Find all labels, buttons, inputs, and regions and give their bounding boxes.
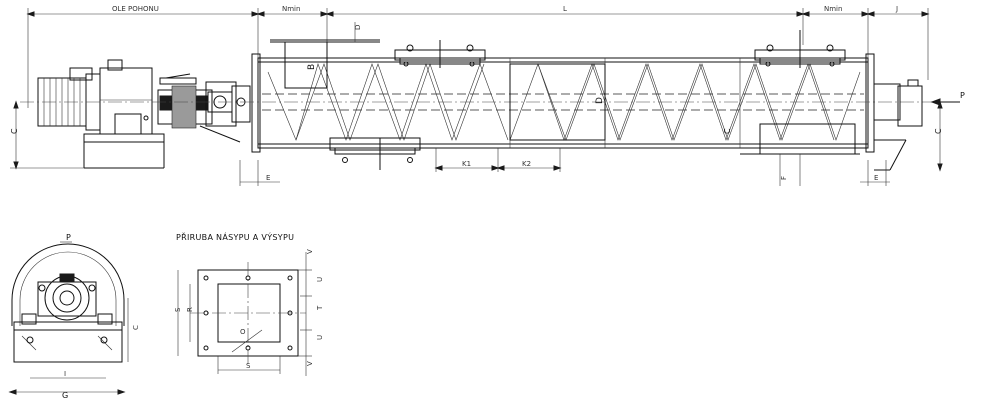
bottom-dimensions: K1 K2 (434, 148, 562, 172)
label-v-bottom: V (306, 361, 314, 366)
top-dimension-chain: OLE POHONU Nmin L Nmin J (26, 5, 930, 108)
label-i: I (64, 370, 66, 378)
label-u-top: U (316, 277, 324, 282)
drive-assembly (37, 59, 251, 169)
trough-body (251, 53, 875, 153)
label-c-end: C (132, 325, 140, 330)
label-p-arrow: P (960, 91, 965, 100)
end-view: P C I G (8, 233, 140, 400)
label-j: J (895, 5, 898, 13)
e-dimensions: E E (239, 160, 890, 186)
label-g: G (62, 391, 68, 400)
label-u-bottom: U (316, 335, 324, 340)
end-bearing: P (873, 79, 965, 171)
label-s-left: S (174, 307, 182, 312)
label-o: O (240, 328, 246, 336)
label-c-right: C (934, 128, 943, 134)
label-f: F (780, 176, 788, 180)
label-length-l: L (563, 5, 567, 13)
screw-conveyor: D (20, 63, 940, 141)
label-c-left: C (10, 128, 19, 134)
label-e-right: E (874, 174, 878, 182)
label-p-end: P (66, 233, 71, 242)
label-ole-pohonu: OLE POHONU (112, 5, 159, 13)
flange-detail: PŘIRUBA NÁSYPU A VÝSYPU O S R U T U V V (174, 231, 324, 376)
flange-title: PŘIRUBA NÁSYPU A VÝSYPU (176, 231, 294, 242)
label-nmin-left: Nmin (282, 5, 300, 13)
outlet-left-bottom (329, 137, 421, 170)
label-d-top: D (354, 25, 362, 30)
label-b: B (307, 64, 317, 70)
label-k2: K2 (522, 160, 531, 168)
inlet-left: B D (270, 22, 380, 89)
label-t: T (316, 305, 324, 311)
flange-left-top (394, 40, 486, 68)
label-k1: K1 (462, 160, 471, 168)
outlet-right-bottom: F (740, 123, 860, 186)
label-nmin-right: Nmin (824, 5, 842, 13)
label-d-screw: D (595, 97, 605, 104)
label-s-bottom: S (246, 362, 251, 370)
label-v-top: V (306, 249, 314, 254)
flange-right-top (754, 30, 846, 68)
label-r: R (186, 307, 194, 312)
label-e-left: E (266, 174, 270, 182)
label-c-mid: C (723, 128, 732, 134)
c-dimensions: C C C (10, 100, 943, 172)
